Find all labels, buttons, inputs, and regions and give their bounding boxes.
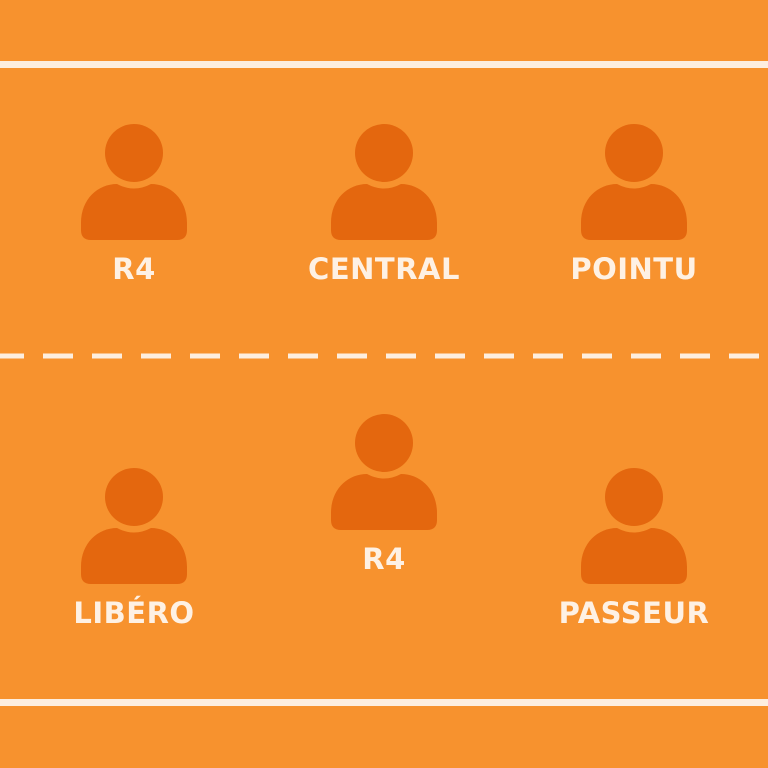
person-icon <box>581 468 687 584</box>
player-central: CENTRAL <box>264 124 504 324</box>
person-icon <box>81 468 187 584</box>
court-bottom-line <box>0 699 768 706</box>
player-label: LIBÉRO <box>73 596 195 630</box>
person-icon <box>331 124 437 240</box>
court-top-line <box>0 61 768 68</box>
player-r4-back: R4 <box>264 414 504 614</box>
player-label: R4 <box>112 252 156 286</box>
player-r4-front: R4 <box>14 124 254 324</box>
player-label: PASSEUR <box>558 596 710 630</box>
player-label: R4 <box>362 542 406 576</box>
person-icon <box>581 124 687 240</box>
person-icon <box>331 414 437 530</box>
person-icon <box>81 124 187 240</box>
player-label: POINTU <box>570 252 698 286</box>
player-passeur: PASSEUR <box>514 468 754 668</box>
player-libero: LIBÉRO <box>14 468 254 668</box>
player-pointu: POINTU <box>514 124 754 324</box>
player-label: CENTRAL <box>308 252 460 286</box>
net-line-dashed <box>0 353 768 359</box>
